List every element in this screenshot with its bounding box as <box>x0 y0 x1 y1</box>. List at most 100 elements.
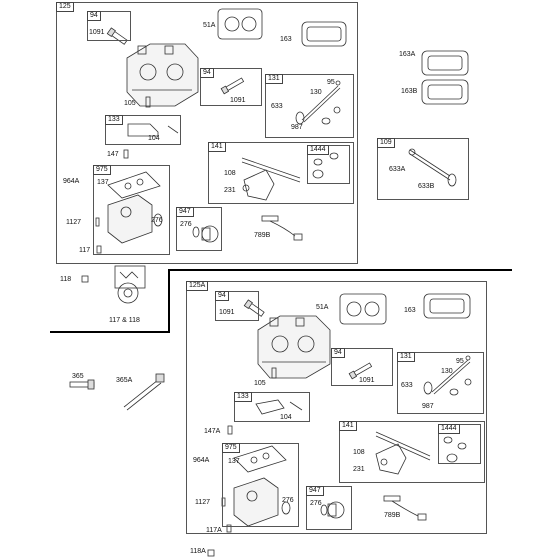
screw-117a-lower <box>226 524 232 533</box>
bracket-133-upper <box>127 123 179 137</box>
screw-94-box-lower <box>348 362 373 380</box>
part-label-964a: 964A <box>63 178 80 185</box>
part-label-117a-lower: 117A <box>206 527 222 534</box>
gasket-975-upper <box>107 171 161 199</box>
subgroup-box-131-lower <box>397 352 484 414</box>
part-label-94b: 94 <box>200 68 214 78</box>
kit-label-125a: 125A <box>186 281 209 291</box>
part-label-108-lower: 108 <box>353 449 365 456</box>
shaft-141-upper <box>241 157 301 201</box>
part-label-163a: 163A <box>399 51 416 58</box>
screw-118 <box>81 275 89 283</box>
part-label-130: 130 <box>310 89 322 96</box>
screw-147a-lower <box>227 425 233 435</box>
part-label-633a: 633A <box>389 166 406 173</box>
part-label-276b-lower: 276 <box>310 500 322 507</box>
part-label-789b-lower: 789B <box>384 512 401 519</box>
float-bowl-upper <box>107 194 163 244</box>
float-bowl-lower <box>233 477 291 527</box>
part-label-133: 133 <box>105 115 123 125</box>
subgroup-box-133-upper <box>105 115 181 145</box>
part-label-163b: 163B <box>401 88 418 95</box>
part-label-133-lower: 133 <box>234 392 252 402</box>
screw-94-upper <box>106 27 128 45</box>
kit-box-125a <box>186 281 487 534</box>
part-label-94b-lower: 94 <box>331 348 345 358</box>
part-label-964a-lower: 964A <box>193 457 210 464</box>
part-label-95: 95 <box>327 79 335 86</box>
subgroup-box-94b-lower <box>331 348 393 386</box>
part-label-104-lower: 104 <box>280 414 292 421</box>
part-label-1091: 1091 <box>89 29 105 36</box>
part-label-1127-lower: 1127 <box>195 499 211 506</box>
part-label-1127: 1127 <box>66 219 82 226</box>
shaft-131-upper <box>295 80 341 125</box>
subgroup-box-94-upper <box>87 11 131 41</box>
screw-94-lower <box>243 299 265 317</box>
subgroup-box-947-upper <box>176 207 222 251</box>
subgroup-box-94-lower <box>215 291 259 321</box>
part-label-51a-lower: 51A <box>316 304 329 311</box>
subgroup-box-947-lower <box>306 486 352 530</box>
solenoid-947-lower <box>320 501 345 519</box>
part-label-231-lower: 231 <box>353 466 365 473</box>
subgroup-box-141-upper <box>208 142 354 204</box>
part-label-947-lower: 947 <box>306 486 324 496</box>
screw-94-box-upper <box>220 77 245 95</box>
gasket-51a-upper <box>217 8 263 40</box>
part-label-1091b: 1091 <box>230 97 246 104</box>
part-label-276-lower: 276 <box>282 497 294 504</box>
shaft-131-lower <box>423 355 472 396</box>
part-label-141-lower: 141 <box>339 421 357 431</box>
part-label-947: 947 <box>176 207 194 217</box>
subgroup-box-141-lower <box>339 421 485 483</box>
part-label-94-lower: 94 <box>215 291 229 301</box>
gasket-163-lower <box>423 293 471 319</box>
separator-line-horizontal-right <box>168 269 512 271</box>
part-label-276: 276 <box>151 217 163 224</box>
separator-line-horizontal-left <box>50 331 170 333</box>
part-label-117: 117 <box>79 247 91 254</box>
part-label-975: 975 <box>93 165 111 175</box>
part-label-131: 131 <box>265 74 283 84</box>
part-label-141: 141 <box>208 142 226 152</box>
part-label-131-lower: 131 <box>397 352 415 362</box>
screw-117-upper <box>96 245 102 254</box>
jet-105-upper <box>145 96 151 108</box>
part-label-95-lower: 95 <box>456 358 464 365</box>
solenoid-947-upper <box>192 225 219 243</box>
part-label-1444-lower: 1444 <box>438 424 460 434</box>
gasket-51a-lower <box>339 293 387 325</box>
subgroup-box-133-lower <box>234 392 310 422</box>
carburetor-body-upper <box>126 43 199 107</box>
part-label-137: 137 <box>97 179 109 186</box>
kit-box-125 <box>56 2 358 264</box>
subgroup-box-131-upper <box>265 74 354 138</box>
part-label-1091b-lower: 1091 <box>359 377 375 384</box>
subgroup-box-975-upper <box>93 165 170 255</box>
part-label-365: 365 <box>72 373 84 380</box>
part-label-276b: 276 <box>180 221 192 228</box>
part-label-987: 987 <box>291 124 303 131</box>
gasket-163b <box>421 79 469 105</box>
part-label-975-lower: 975 <box>222 443 240 453</box>
shaft-141-lower <box>375 431 431 475</box>
shaft-109 <box>408 148 457 187</box>
gasket-163a <box>421 50 469 76</box>
part-label-105: 105 <box>124 100 136 107</box>
jet-105-lower <box>271 367 277 379</box>
part-label-105-lower: 105 <box>254 380 266 387</box>
part-label-163-lower: 163 <box>404 307 416 314</box>
part-label-117-and-118: 117 & 118 <box>109 317 140 324</box>
wire-789b-upper <box>261 215 303 241</box>
subgroup-box-94b-upper <box>200 68 262 106</box>
part-label-147: 147 <box>107 151 119 158</box>
hardware-117-118 <box>114 265 146 304</box>
part-label-163: 163 <box>280 36 292 43</box>
part-label-108: 108 <box>224 170 236 177</box>
bolt-365 <box>69 379 95 390</box>
separator-line-vertical <box>168 269 170 333</box>
part-label-1091-lower: 1091 <box>219 309 235 316</box>
part-label-94: 94 <box>87 11 101 21</box>
